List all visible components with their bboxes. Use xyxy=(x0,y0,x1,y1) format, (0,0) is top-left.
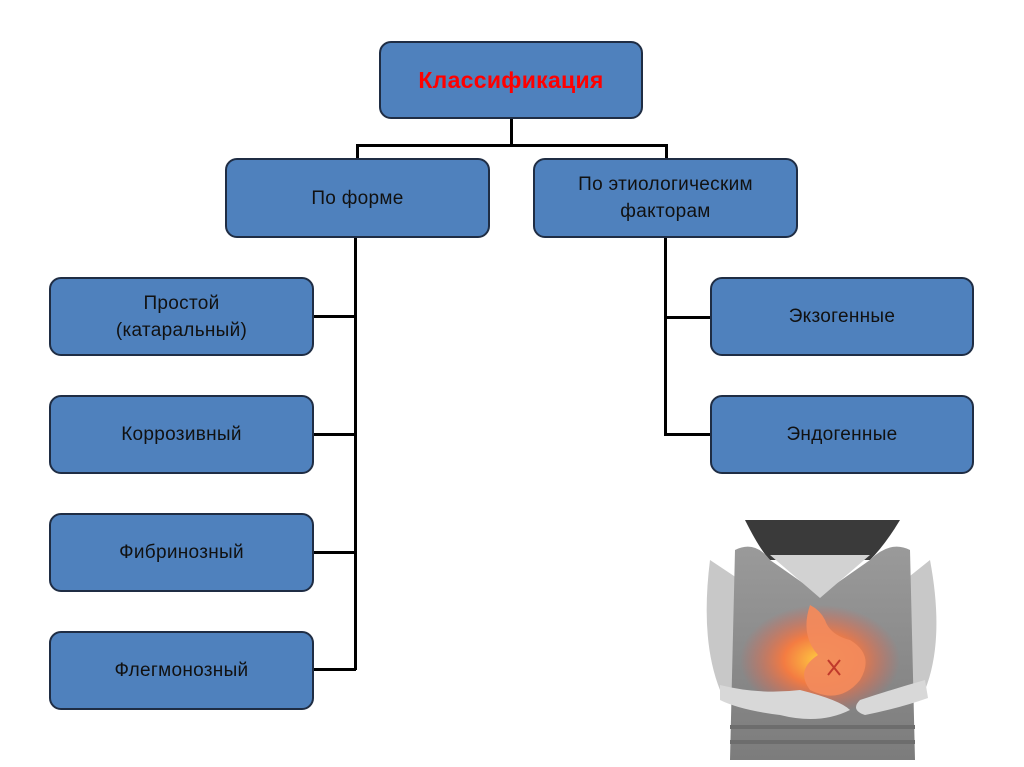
leaf-node-endogenous: Эндогенные xyxy=(710,395,974,474)
connector-form-child-1 xyxy=(313,315,356,318)
leaf-node-phlegmonous: Флегмонозный xyxy=(49,631,314,710)
leaf-node-simple-catarrhal: Простой (катаральный) xyxy=(49,277,314,356)
root-node-classification: Классификация xyxy=(379,41,643,119)
leaf-node-label: Флегмонозный xyxy=(114,660,249,681)
leaf-node-label: Экзогенные xyxy=(788,306,896,327)
connector-root-down xyxy=(510,119,513,146)
leaf-node-corrosive: Коррозивный xyxy=(49,395,314,474)
leaf-node-label: Коррозивный xyxy=(121,424,242,445)
branch-node-by-etiology: По этиологическим факторам xyxy=(533,158,798,238)
branch-node-by-form: По форме xyxy=(225,158,490,238)
leaf-node-label-line-1: Простой xyxy=(143,292,220,314)
leaf-node-label: Фибринозный xyxy=(119,542,244,563)
connector-form-vertical xyxy=(354,237,357,670)
branch-node-label-line-2: факторам xyxy=(620,201,711,222)
connector-etiology-child-2 xyxy=(664,433,712,436)
leaf-node-fibrinous: Фибринозный xyxy=(49,513,314,592)
branch-node-label-line-1: По этиологическим xyxy=(578,174,753,195)
stomach-pain-icon xyxy=(706,520,937,760)
root-node-label: Классификация xyxy=(418,66,604,93)
stomach-pain-illustration xyxy=(700,520,940,760)
connector-to-branch-form xyxy=(356,144,359,160)
connector-etiology-vertical xyxy=(664,237,667,436)
connector-etiology-child-1 xyxy=(664,316,712,319)
leaf-node-exogenous: Экзогенные xyxy=(710,277,974,356)
leaf-node-label: Эндогенные xyxy=(786,424,898,445)
connector-form-child-4 xyxy=(313,668,356,671)
connector-horizontal-top xyxy=(356,144,668,147)
branch-node-label: По форме xyxy=(311,187,404,209)
connector-to-branch-etiology xyxy=(665,144,668,160)
leaf-node-label-line-2: (катаральный) xyxy=(115,319,248,341)
connector-form-child-2 xyxy=(313,433,356,436)
connector-form-child-3 xyxy=(313,551,356,554)
